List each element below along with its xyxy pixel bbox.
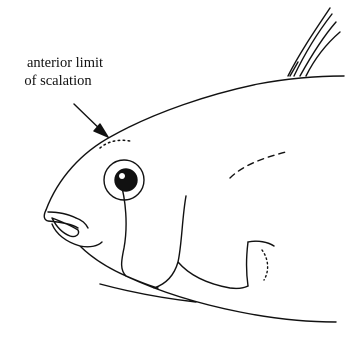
annotation-label-line1: anterior limit <box>0 55 130 72</box>
pectoral-fin-base <box>248 241 274 246</box>
maxilla-line <box>48 212 76 218</box>
chin-line <box>80 246 126 276</box>
scalation-limit-line <box>100 140 130 148</box>
eye-highlight <box>119 173 125 179</box>
lower-ventral-line <box>100 284 196 302</box>
ventral-outline <box>126 276 336 322</box>
preopercle-edge <box>120 180 126 276</box>
subopercle-curve <box>178 262 248 288</box>
opercle-edge <box>154 196 186 288</box>
eye-iris <box>115 169 137 191</box>
mouth-opening <box>52 218 79 237</box>
maxilla-end <box>76 218 88 228</box>
opercle-lower <box>126 276 158 288</box>
dorsal-outline <box>46 76 344 210</box>
pectoral-fin-edge <box>247 242 249 286</box>
pectoral-fin-dotted <box>262 250 268 280</box>
dorsal-fin-spines <box>288 8 340 76</box>
opercle-boundary-dashed <box>230 152 286 178</box>
annotation-label-line2: of scalation <box>0 73 116 90</box>
